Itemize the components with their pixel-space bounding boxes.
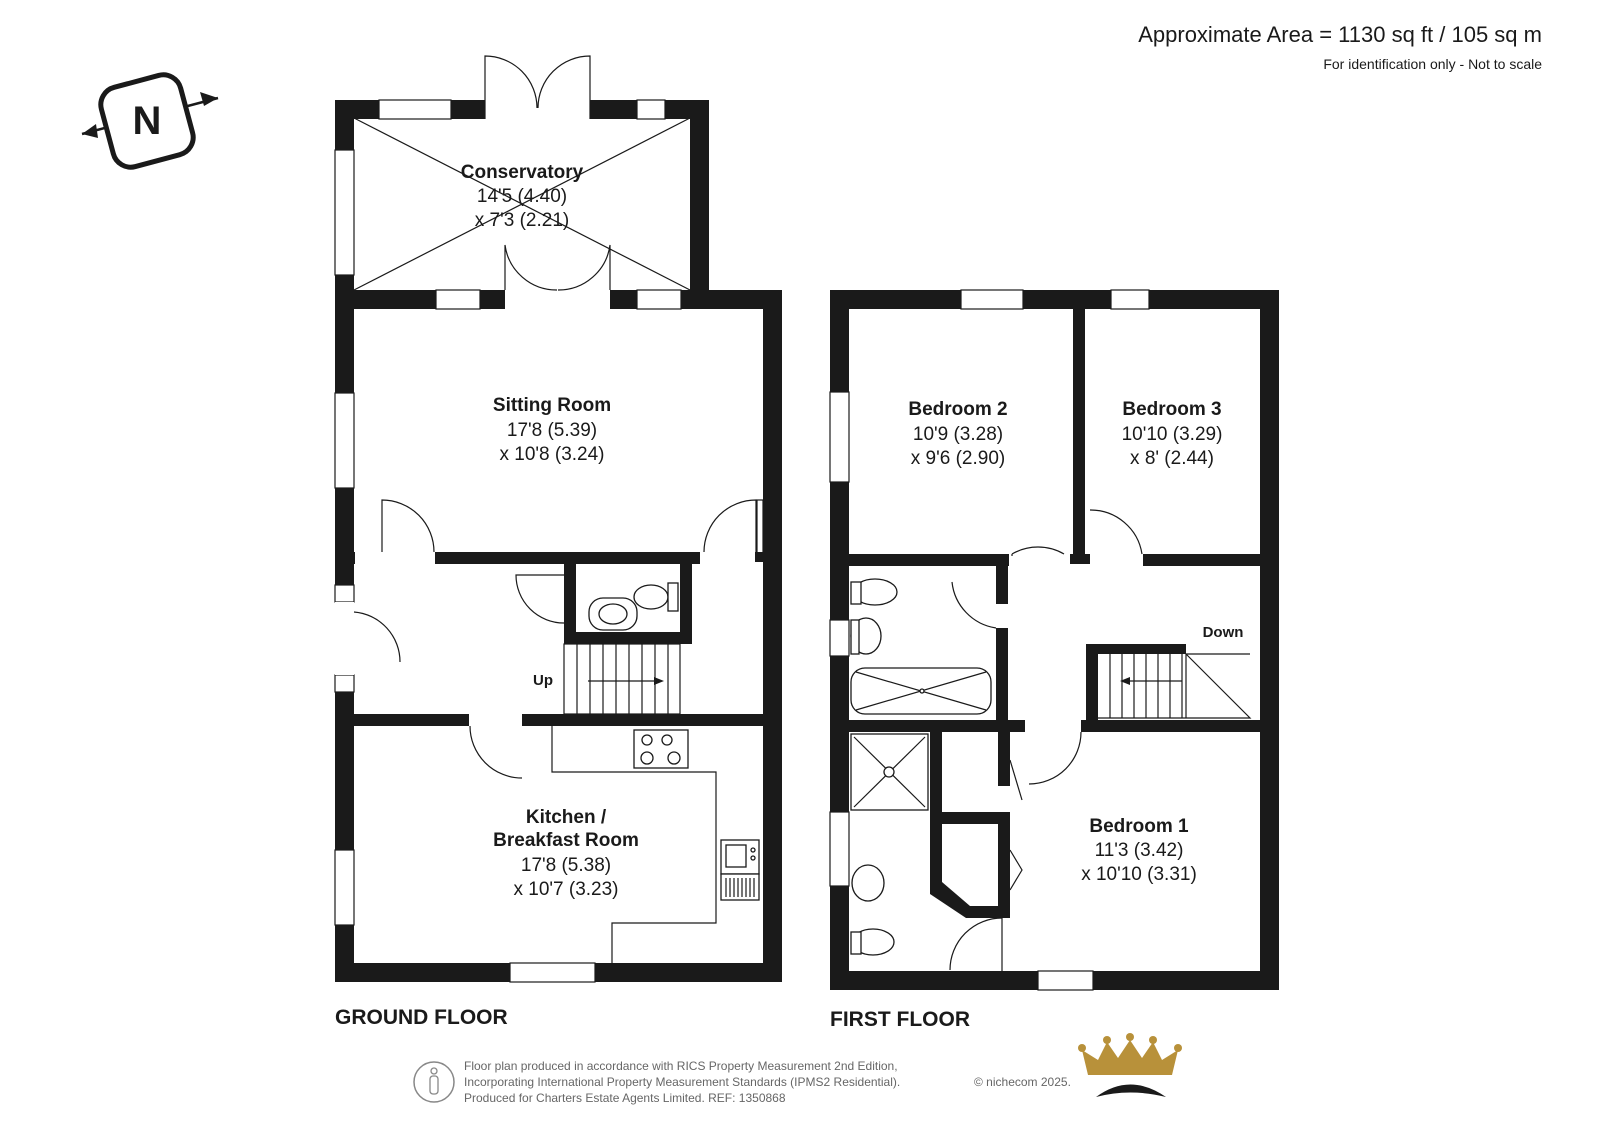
footer-line-3: Produced for Charters Estate Agents Limi… — [464, 1091, 786, 1105]
crown-logo — [1078, 1033, 1182, 1097]
svg-text:Bedroom 2: Bedroom 2 — [908, 399, 1007, 420]
svg-text:17'8 (5.39): 17'8 (5.39) — [507, 420, 597, 441]
drainer-lines — [725, 878, 755, 897]
room-sitting-room: Sitting Room 17'8 (5.39) x 10'8 (3.24) — [493, 395, 611, 465]
svg-text:11'3 (3.42): 11'3 (3.42) — [1095, 840, 1184, 861]
svg-text:10'10 (3.29): 10'10 (3.29) — [1122, 424, 1223, 445]
footer-line-1: Floor plan produced in accordance with R… — [464, 1059, 898, 1073]
svg-text:14'5 (4.40): 14'5 (4.40) — [477, 186, 567, 207]
svg-text:Kitchen /: Kitchen / — [526, 807, 607, 828]
room-bedroom-1: Bedroom 1 11'3 (3.42) x 10'10 (3.31) — [1081, 816, 1197, 885]
room-kitchen-breakfast: Kitchen / Breakfast Room 17'8 (5.38) x 1… — [493, 807, 639, 900]
svg-text:Sitting Room: Sitting Room — [493, 395, 611, 416]
scale-note: For identification only - Not to scale — [1323, 56, 1542, 72]
stairs-down-label: Down — [1203, 624, 1244, 641]
svg-text:10'9 (3.28): 10'9 (3.28) — [913, 424, 1003, 445]
svg-text:Bedroom 1: Bedroom 1 — [1089, 816, 1189, 837]
person-icon — [413, 1061, 455, 1103]
footer-copyright: © nichecom 2025. — [974, 1075, 1071, 1089]
room-bedroom-2: Bedroom 2 10'9 (3.28) x 9'6 (2.90) — [908, 399, 1007, 469]
svg-text:17'8 (5.38): 17'8 (5.38) — [521, 855, 611, 876]
footer-line-2: Incorporating International Property Mea… — [464, 1075, 901, 1089]
svg-text:x 9'6 (2.90): x 9'6 (2.90) — [911, 448, 1005, 469]
room-conservatory: Conservatory 14'5 (4.40) x 7'3 (2.21) — [461, 162, 584, 231]
footer-text: Floor plan produced in accordance with R… — [464, 1058, 900, 1106]
svg-text:Bedroom 3: Bedroom 3 — [1122, 399, 1221, 420]
svg-text:Breakfast Room: Breakfast Room — [493, 830, 639, 851]
first-floor-title: FIRST FLOOR — [830, 1008, 970, 1031]
svg-text:x 10'10 (3.31): x 10'10 (3.31) — [1081, 864, 1197, 885]
first-floor-plan: Bedroom 2 10'9 (3.28) x 9'6 (2.90) Bedro… — [829, 289, 1279, 1031]
ground-floor-plan: Conservatory 14'5 (4.40) x 7'3 (2.21) Si… — [334, 55, 782, 1029]
svg-text:x 7'3 (2.21): x 7'3 (2.21) — [475, 210, 569, 231]
stairs-up-label: Up — [533, 672, 553, 689]
room-bedroom-3: Bedroom 3 10'10 (3.29) x 8' (2.44) — [1122, 399, 1223, 469]
ground-floor-title: GROUND FLOOR — [335, 1006, 508, 1029]
stair-treads-first — [1109, 653, 1250, 718]
svg-text:Conservatory: Conservatory — [461, 162, 584, 183]
approximate-area: Approximate Area = 1130 sq ft / 105 sq m — [1138, 22, 1542, 47]
svg-text:x 10'7 (3.23): x 10'7 (3.23) — [513, 879, 618, 900]
svg-text:x 10'8 (3.24): x 10'8 (3.24) — [499, 444, 604, 465]
compass-letter: N — [133, 99, 162, 143]
svg-text:x 8' (2.44): x 8' (2.44) — [1130, 448, 1214, 469]
north-compass-icon: N — [81, 72, 219, 170]
